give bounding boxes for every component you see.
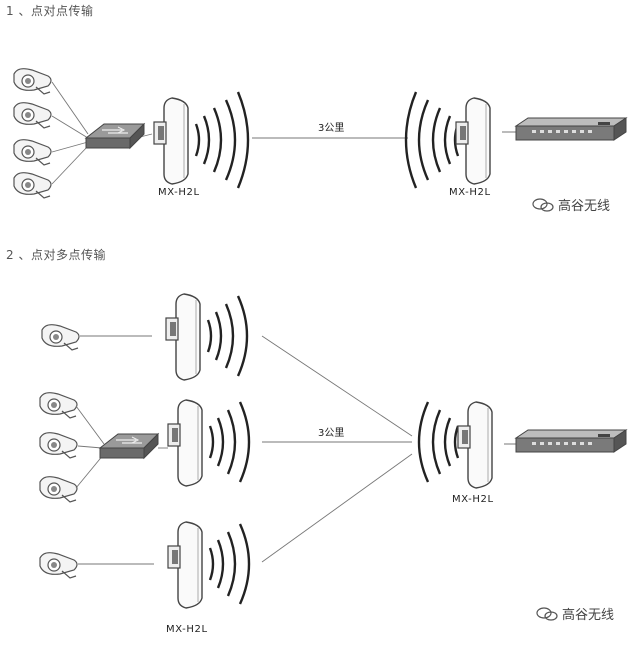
nvr-icon (514, 117, 628, 141)
camera-icon (13, 68, 52, 95)
switch-icon (99, 433, 159, 459)
signal-waves-icon (208, 522, 251, 606)
section-2-title: 2 、点对多点传输 (6, 248, 106, 262)
point-to-multipoint-diagram: 3公里 MX-H2L MX-H2L (0, 268, 641, 648)
watermark: 高谷无线 (532, 195, 610, 214)
signal-waves-icon (404, 91, 460, 189)
wechat-icon (532, 197, 554, 212)
wireless-links (261, 335, 413, 563)
cpe-device-icon (167, 521, 203, 609)
cpe-device-icon (165, 293, 201, 381)
signal-waves-icon (194, 91, 250, 189)
camera-icon (13, 172, 52, 199)
point-to-point-diagram: 3公里 MX-H2L MX-H2L (0, 62, 641, 228)
watermark-text: 高谷无线 (562, 608, 615, 623)
signal-waves-icon (206, 294, 249, 378)
camera-links (51, 81, 153, 185)
device-label: MX-H2L (449, 187, 491, 198)
section-1-title: 1 、点对点传输 (6, 4, 94, 18)
distance-label: 3公里 (318, 122, 344, 134)
camera-icon (13, 102, 52, 129)
nvr-icon (514, 429, 628, 453)
cpe-device-icon (167, 399, 203, 487)
camera-icon (13, 139, 52, 166)
device-label: MX-H2L (158, 187, 200, 198)
camera-links (75, 405, 168, 489)
watermark-text: 高谷无线 (558, 199, 611, 214)
device-label: MX-H2L (452, 494, 494, 505)
camera-icon (39, 432, 78, 459)
signal-waves-icon (208, 400, 251, 484)
camera-icon (39, 476, 78, 503)
switch-icon (85, 123, 145, 149)
distance-label: 3公里 (318, 427, 344, 439)
cpe-device-icon (455, 97, 491, 185)
camera-icon (39, 392, 78, 419)
signal-waves-icon (417, 401, 460, 483)
camera-icon (39, 552, 78, 579)
wechat-icon (536, 606, 558, 621)
watermark: 高谷无线 (536, 604, 614, 623)
cpe-device-icon (457, 401, 493, 489)
cpe-device-icon (153, 97, 189, 185)
camera-icon (41, 324, 80, 351)
device-label: MX-H2L (166, 624, 208, 635)
